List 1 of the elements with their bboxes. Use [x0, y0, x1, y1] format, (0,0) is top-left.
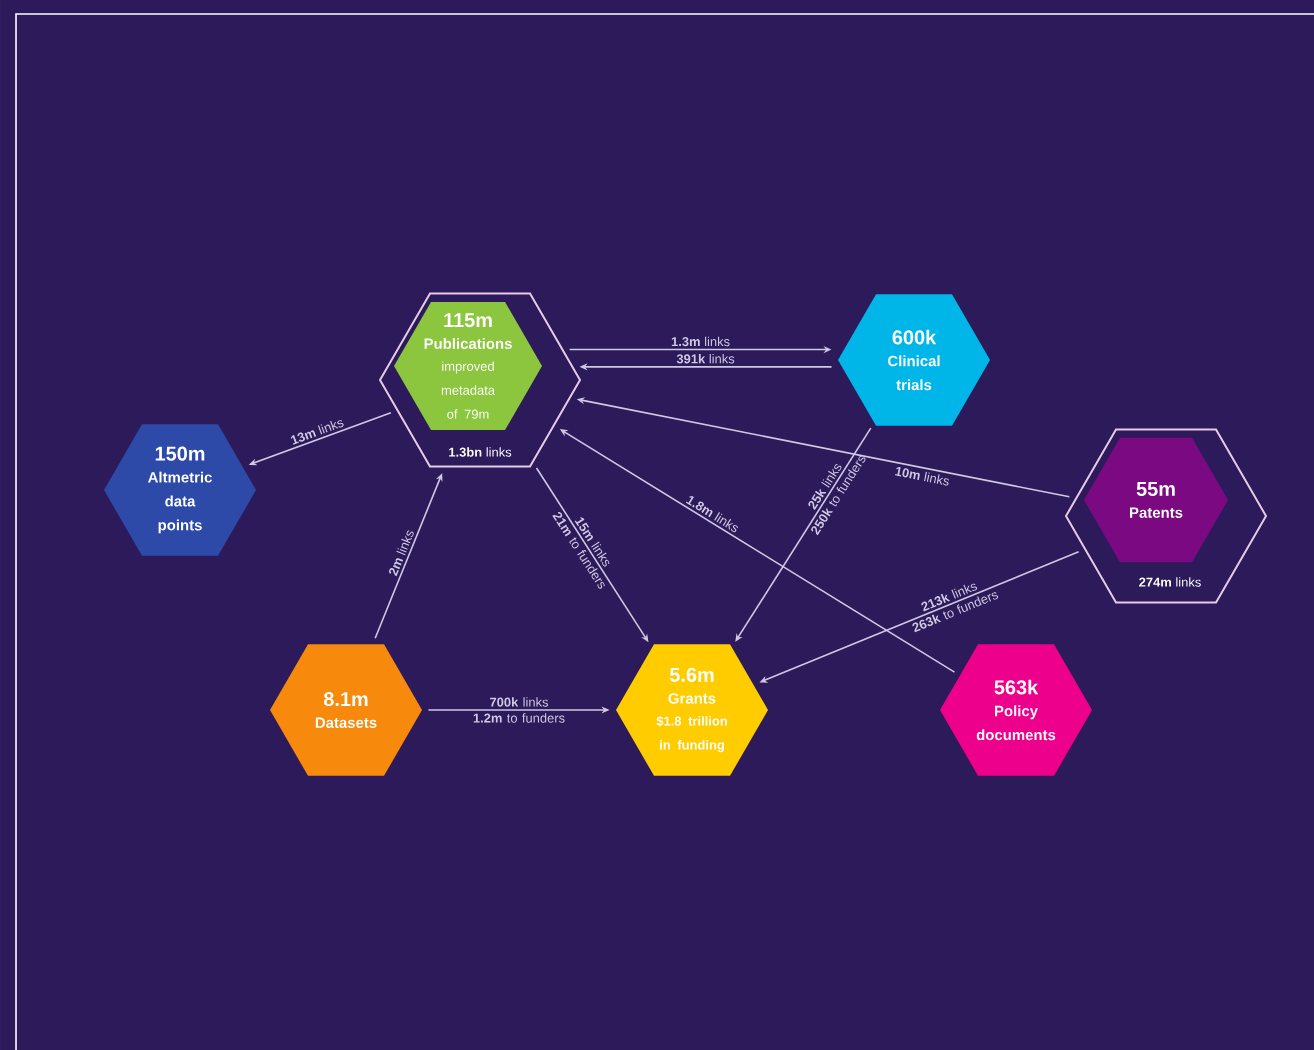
arrow	[735, 427, 872, 642]
